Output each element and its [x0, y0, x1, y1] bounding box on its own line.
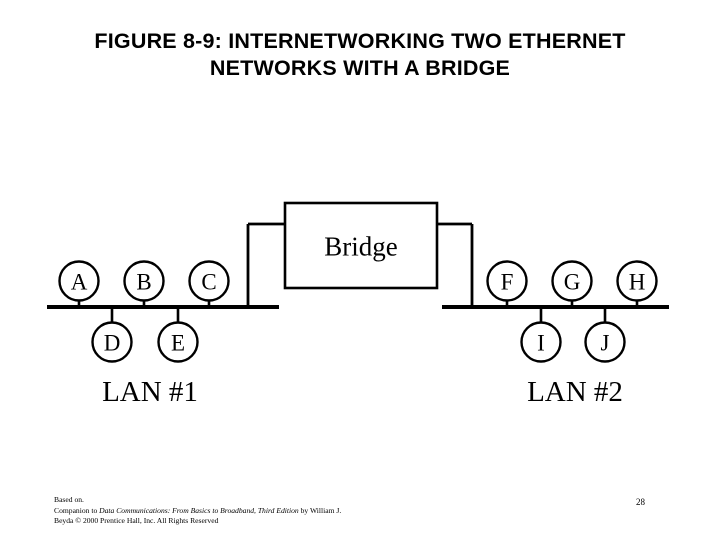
footer-citation-suffix: by William J.	[298, 505, 342, 515]
node-label-A: A	[71, 270, 88, 295]
node-H[interactable]	[616, 260, 658, 302]
page-number: 28	[636, 497, 645, 507]
node-label-H: H	[629, 270, 646, 295]
node-label-I: I	[537, 331, 545, 356]
node-D[interactable]	[91, 321, 133, 363]
node-G[interactable]	[551, 260, 593, 302]
footer-line-3: Beyda © 2000 Prentice Hall, Inc. All Rig…	[54, 516, 219, 526]
bridge-box[interactable]	[283, 201, 439, 290]
node-label-J: J	[601, 331, 610, 356]
lan-label-lan1: LAN #1	[102, 376, 198, 408]
page-title-line-2: NETWORKS WITH A BRIDGE	[209, 56, 511, 80]
footer-citation-prefix: Companion to	[54, 505, 100, 515]
footer-line-1: Based on.	[54, 495, 84, 504]
lan-label-lan2: LAN #2	[527, 376, 623, 408]
node-I[interactable]	[520, 321, 562, 363]
node-E[interactable]	[157, 321, 199, 363]
node-J[interactable]	[584, 321, 626, 363]
node-label-E: E	[171, 331, 185, 356]
node-label-F: F	[501, 270, 514, 295]
node-label-B: B	[136, 270, 151, 295]
footer-line-2: Companion to Data Communications: From B…	[54, 506, 534, 517]
node-F[interactable]	[486, 260, 528, 302]
node-label-G: G	[564, 270, 581, 295]
bridge-label: Bridge	[324, 232, 398, 262]
bridge-group: Bridge	[283, 201, 439, 290]
lan-group-lan2: F G H I J LAN #2	[437, 222, 669, 408]
node-A[interactable]	[58, 260, 100, 302]
node-label-C: C	[201, 270, 216, 295]
node-B[interactable]	[123, 260, 165, 302]
lan-group-lan1: A B C D E LAN #1	[47, 222, 285, 408]
page-title-line-1: FIGURE 8-9: INTERNETWORKING TWO ETHERNET	[94, 29, 626, 53]
page-title: FIGURE 8-9: INTERNETWORKING TWO ETHERNET…	[36, 28, 684, 82]
node-C[interactable]	[188, 260, 230, 302]
footer-credit: Based on. Companion to Data Communicatio…	[54, 495, 534, 527]
node-label-D: D	[104, 331, 121, 356]
footer-citation-title: Data Communications: From Basics to Broa…	[99, 505, 299, 515]
